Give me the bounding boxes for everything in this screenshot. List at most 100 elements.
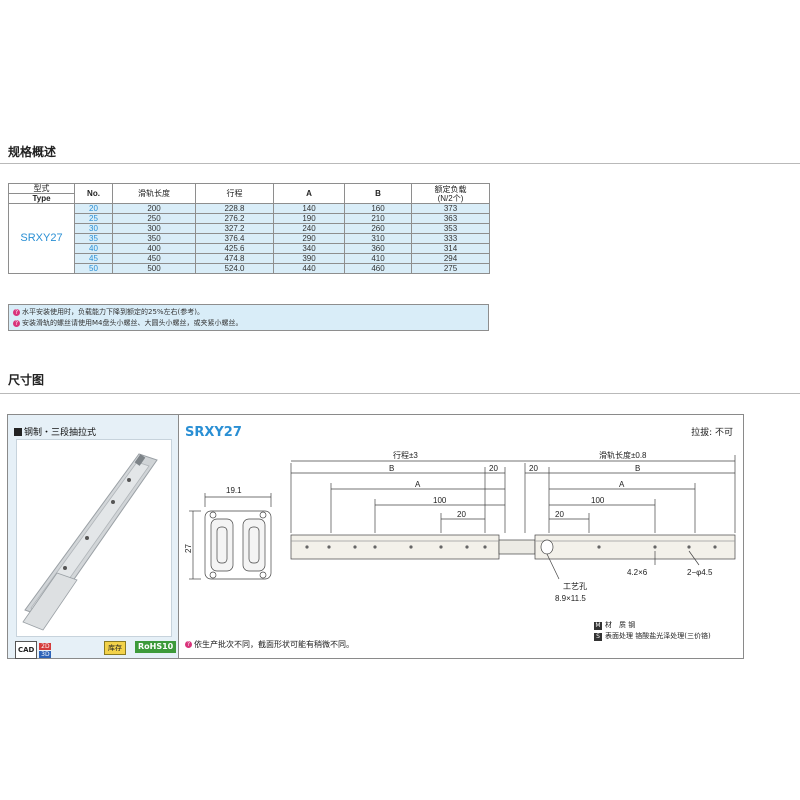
cell-rail: 450 [112, 253, 196, 264]
hole-label: 工艺孔 [563, 582, 587, 591]
cell-a: 190 [273, 213, 345, 224]
section-title-spec: 规格概述 [8, 145, 57, 159]
tip-icon: ? [13, 320, 20, 327]
cad-3d-badge: 3D [39, 650, 52, 658]
material-spec: M 材 质 钢 S 表面处理 铬酸盐光泽处理(三价铬) [594, 620, 711, 642]
cell-b: 260 [344, 223, 412, 234]
header-a: A [273, 183, 345, 204]
cell-stroke: 276.2 [195, 213, 274, 224]
type-cell: SRXY27 [8, 203, 75, 274]
cell-no: 35 [74, 233, 113, 244]
dim-20-right-top: 20 [529, 464, 538, 473]
cell-no: 45 [74, 253, 113, 264]
dim-20-right-bottom: 20 [555, 510, 564, 519]
dim-width: 19.1 [226, 486, 242, 495]
cross-section [189, 493, 272, 580]
cell-rail: 200 [112, 203, 196, 214]
table-notes: ? 水平安装使用时，负载能力下降到额定的25%左右(参考)。 ? 安装滑轨的螺丝… [8, 304, 489, 331]
cell-a: 390 [273, 253, 345, 264]
note-item: ? 水平安装使用时，负载能力下降到额定的25%左右(参考)。 [13, 307, 484, 318]
table-row: 35 350 376.4 290 310 333 [9, 233, 490, 244]
model-name: SRXY27 [185, 425, 242, 440]
cell-rail: 250 [112, 213, 196, 224]
cad-2d-badge: 2D [39, 642, 52, 650]
cell-stroke: 524.0 [195, 263, 274, 274]
cell-rail: 400 [112, 243, 196, 254]
product-panel: 钢制・三段抽拉式 CAD 2D 3D [8, 415, 179, 659]
square-bullet-icon [14, 428, 22, 436]
cell-no: 40 [74, 243, 113, 254]
table-row: 40 400 425.6 340 360 314 [9, 243, 490, 254]
dim-stroke: 行程±3 [393, 450, 418, 460]
dim-b-left: B [389, 464, 394, 473]
hole-size: 8.9×11.5 [555, 594, 586, 603]
table-row: 50 500 524.0 440 460 275 [9, 263, 490, 274]
cad-badges: 2D 3D [39, 642, 52, 658]
section-title-dims: 尺寸图 [8, 373, 45, 387]
cell-load: 333 [411, 233, 490, 244]
cell-rail: 350 [112, 233, 196, 244]
cell-stroke: 228.8 [195, 203, 274, 214]
dim-100-right: 100 [591, 496, 605, 505]
section-divider [0, 393, 800, 394]
slide-rail-illustration [22, 453, 158, 631]
table-row: SRXY27 20 200 228.8 140 160 373 [8, 203, 490, 274]
stock-badge: 库存 [104, 641, 126, 655]
cell-load: 294 [411, 253, 490, 264]
dimension-figure: 钢制・三段抽拉式 CAD 2D 3D [7, 414, 744, 659]
note-text: 水平安装使用时，负载能力下降到额定的25%左右(参考)。 [22, 308, 205, 316]
slide-rail-side-view [290, 534, 736, 560]
material-row: M 材 质 钢 [594, 620, 711, 631]
header-type-cn: 型式 [8, 183, 75, 194]
cell-a: 340 [273, 243, 345, 254]
cell-a: 140 [273, 203, 345, 214]
note-text: 安装滑轨的螺丝请使用M4盘头小螺丝、大圆头小螺丝，或夹紧小螺丝。 [22, 319, 243, 327]
cell-b: 310 [344, 233, 412, 244]
slot-size: 4.2×6 [627, 568, 648, 577]
surface-key-icon: S [594, 632, 602, 641]
cell-stroke: 474.8 [195, 253, 274, 264]
table-row: 30 300 327.2 240 260 353 [9, 223, 490, 234]
header-rail-length: 滑轨长度 [112, 183, 196, 204]
dimension-lines [290, 455, 736, 580]
cell-load: 363 [411, 213, 490, 224]
cell-no: 30 [74, 223, 113, 234]
dim-20-left-bottom: 20 [457, 510, 466, 519]
header-stroke: 行程 [195, 183, 274, 204]
cell-load: 373 [411, 203, 490, 214]
cell-load: 314 [411, 243, 490, 254]
cell-no: 25 [74, 213, 113, 224]
cell-b: 410 [344, 253, 412, 264]
cell-b: 160 [344, 203, 412, 214]
cell-no: 20 [74, 203, 113, 214]
cell-rail: 300 [112, 223, 196, 234]
production-note-text: 依生产批次不同，截面形状可能有稍微不同。 [194, 640, 354, 649]
pull-out-spec: 拉拔: 不可 [691, 428, 733, 438]
note-item: ? 安装滑轨的螺丝请使用M4盘头小螺丝、大圆头小螺丝，或夹紧小螺丝。 [13, 318, 484, 329]
dim-20-left-top: 20 [489, 464, 498, 473]
cell-stroke: 327.2 [195, 223, 274, 234]
header-type-en: Type [8, 193, 75, 204]
cell-stroke: 425.6 [195, 243, 274, 254]
cad-label: CAD [15, 641, 38, 659]
cell-a: 440 [273, 263, 345, 274]
surface-text: 表面处理 铬酸盐光泽处理(三价铬) [605, 632, 711, 640]
surface-row: S 表面处理 铬酸盐光泽处理(三价铬) [594, 631, 711, 642]
cell-load: 275 [411, 263, 490, 274]
header-no: No. [74, 183, 113, 204]
cell-rail: 500 [112, 263, 196, 274]
tip-icon: ? [13, 309, 20, 316]
table-row: 25 250 276.2 190 210 363 [9, 213, 490, 224]
material-text: 材 质 钢 [605, 621, 636, 629]
rohs-badge: RoHS10 [135, 641, 177, 653]
cell-a: 240 [273, 223, 345, 234]
dim-height: 27 [184, 544, 193, 553]
cell-stroke: 376.4 [195, 233, 274, 244]
header-load-line2: (N/2个) [437, 193, 464, 203]
dim-a-right: A [619, 480, 625, 489]
cell-load: 353 [411, 223, 490, 234]
material-key-icon: M [594, 621, 602, 630]
dim-a-left: A [415, 480, 421, 489]
technical-drawing: 19.1 27 [184, 450, 736, 603]
product-caption: 钢制・三段抽拉式 [14, 425, 96, 438]
